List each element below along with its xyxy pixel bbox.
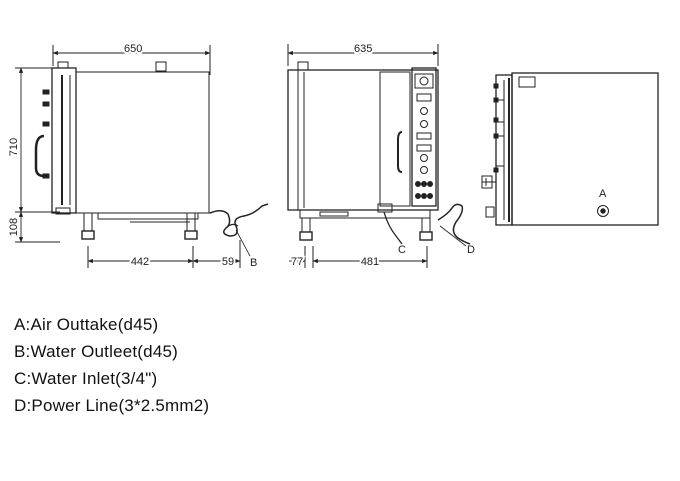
marker-a: A <box>599 188 607 200</box>
legend-item-c: C:Water Inlet(3/4") <box>14 369 158 388</box>
dim-side-base: 481 <box>361 256 379 268</box>
dim-front-base: 442 <box>131 256 149 268</box>
dim-front-offset: 59 <box>222 256 234 268</box>
dim-side-left: 77 <box>291 256 303 268</box>
front-dimensions <box>18 50 241 264</box>
back-view <box>481 72 659 226</box>
marker-c: C <box>398 244 406 256</box>
technical-drawing: 650 710 108 442 59 B <box>6 41 659 270</box>
dim-front-height: 710 <box>8 138 20 156</box>
dim-leg-height: 108 <box>8 218 20 236</box>
marker-b: B <box>250 257 257 269</box>
marker-d: D <box>467 244 475 256</box>
legend-item-b: B:Water Outleet(d45) <box>14 342 178 361</box>
dim-front-width: 650 <box>124 43 142 55</box>
side-view <box>287 44 471 268</box>
legend-item-d: D:Power Line(3*2.5mm2) <box>14 396 210 415</box>
legend-list: A:Air Outtake(d45) B:Water Outleet(d45) … <box>14 311 209 419</box>
legend-item-a: A:Air Outtake(d45) <box>14 315 159 334</box>
dim-side-width: 635 <box>354 43 372 55</box>
front-view <box>15 45 269 268</box>
side-dimensions <box>287 50 439 264</box>
